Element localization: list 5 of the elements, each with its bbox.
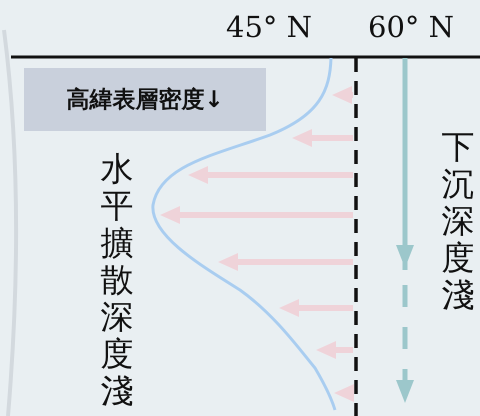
latitude-label: 45° N: [226, 9, 312, 45]
vertical-label: 水平擴散深度淺: [100, 150, 134, 409]
label-panel: 高緯表層密度↓: [24, 68, 266, 131]
latitude-label: 60° N: [368, 9, 454, 45]
vertical-label: 下沉深度淺: [440, 128, 476, 313]
